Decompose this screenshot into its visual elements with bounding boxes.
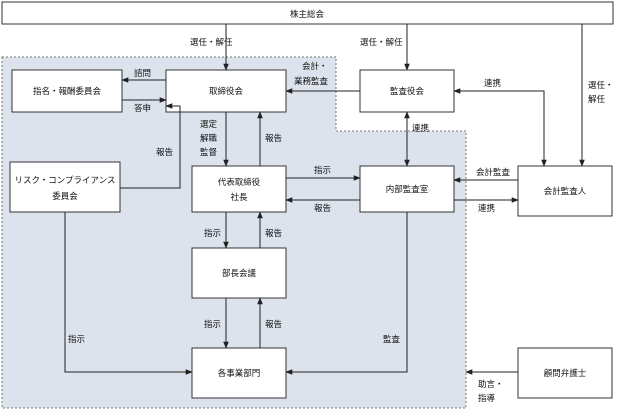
- label-cooperation-auditboard-accountingauditor: 連携: [484, 78, 501, 89]
- label-accounting-business-audit-1: 会計・: [302, 61, 328, 72]
- president-label-line2: 社長: [230, 192, 248, 203]
- legal-advisor-box: [517, 347, 613, 399]
- label-cooperation-auditboard-internalaudit: 連携: [412, 123, 429, 134]
- compliance-committee-label-line1: リスク・コンプライアンス: [14, 176, 115, 186]
- arrow-compliance-board: [120, 103, 181, 189]
- label-guidance: 指導: [478, 393, 496, 404]
- shareholders-label: 株主総会: [290, 9, 325, 20]
- president-box: [191, 165, 287, 213]
- nomination-committee-box: [11, 69, 123, 113]
- accounting-auditor-label: 会計監査人: [544, 186, 587, 197]
- managers-meeting-label: 部長会議: [222, 268, 257, 279]
- shareholders-box: [1, 1, 614, 25]
- label-accounting-audit: 会計監査: [476, 167, 511, 178]
- label-elect-dismiss-board: 選任・解任: [190, 37, 233, 48]
- label-elect-dismiss-auditboard: 選任・解任: [360, 37, 403, 48]
- label-instruct-compliance: 指示: [68, 334, 85, 345]
- label-inquiry: 諮問: [134, 68, 151, 79]
- accounting-auditor-box: [517, 165, 613, 217]
- label-instruct-managers: 指示: [204, 228, 221, 239]
- label-dismiss: 解職: [200, 133, 218, 144]
- label-report-internalaudit: 報告: [314, 203, 331, 214]
- label-elect-accountingauditor-1: 選任・: [588, 80, 614, 91]
- label-instruct-departments: 指示: [204, 319, 221, 330]
- label-accounting-business-audit-2: 業務監査: [294, 76, 329, 87]
- legal-advisor-label: 顧問弁護士: [544, 368, 587, 379]
- audit-board-label: 監査役会: [390, 86, 425, 97]
- label-appoint: 選定: [200, 119, 218, 130]
- label-report-departments: 報告: [265, 319, 282, 330]
- internal-audit-box: [359, 165, 455, 213]
- compliance-committee-label-line2: 委員会: [52, 191, 78, 202]
- nomination-committee-label: 指名・報酬委員会: [33, 86, 102, 97]
- label-report-managers: 報告: [265, 228, 282, 239]
- compliance-committee-box: [9, 161, 121, 213]
- label-answer: 答申: [134, 103, 151, 114]
- label-supervise: 監督: [200, 147, 218, 158]
- label-instruct-internalaudit: 指示: [314, 165, 331, 176]
- departments-label: 各事業部門: [218, 368, 261, 379]
- internal-control-region: [2, 57, 466, 408]
- label-advice: 助言・: [478, 379, 504, 390]
- managers-meeting-box: [191, 247, 287, 299]
- board-of-directors-label: 取締役会: [209, 86, 244, 97]
- label-elect-accountingauditor-2: 解任: [588, 94, 606, 105]
- label-report-compliance: 報告: [156, 147, 173, 158]
- arrow-compliance-departments: [64, 212, 193, 375]
- label-audit: 監査: [383, 334, 401, 345]
- arrow-internalaudit-departments: [285, 212, 408, 375]
- arrow-auditboard-accountingauditor: [453, 88, 547, 167]
- internal-audit-label: 内部監査室: [386, 184, 429, 195]
- label-cooperation-internalaudit-accountingauditor: 連携: [478, 203, 495, 214]
- president-label-line1: 代表取締役: [218, 177, 261, 188]
- label-report-board: 報告: [265, 133, 282, 144]
